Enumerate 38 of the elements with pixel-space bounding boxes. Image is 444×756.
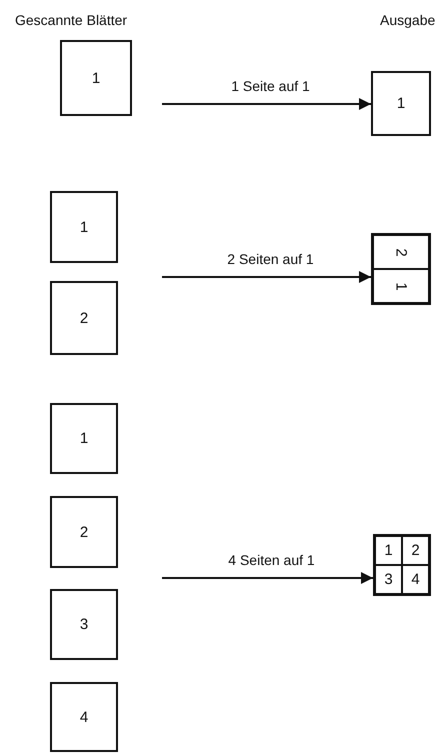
sheet (50, 589, 118, 660)
arrow (162, 98, 371, 110)
page-number: 1 (92, 70, 100, 86)
output-page-cell (375, 565, 402, 594)
column-heading: Gescannte Blätter (15, 12, 128, 28)
page-number: 2 (80, 310, 88, 326)
sheet (50, 682, 118, 752)
arrow (162, 271, 371, 283)
page-number: 1 (80, 218, 88, 236)
page-number: 3 (384, 571, 393, 588)
page-number: 2 (80, 524, 88, 540)
output-page-cell (373, 269, 429, 303)
output-page-cell (375, 536, 402, 565)
sheet (50, 403, 118, 474)
page-number: 3 (80, 616, 88, 633)
output-page-cell (402, 565, 429, 594)
output-sheet (371, 233, 431, 305)
sheet (50, 191, 118, 263)
page-number: 1 (392, 282, 410, 290)
page-number: 2 (392, 248, 410, 256)
column-heading: Ausgabe (380, 12, 436, 28)
page-number: 4 (80, 708, 88, 726)
page-number: 1 (384, 542, 393, 559)
page-number: 2 (411, 542, 420, 559)
edge-label: 1 Seite auf 1 (231, 78, 310, 94)
edge-label: 2 Seiten auf 1 (227, 251, 314, 267)
output-page-cell (402, 536, 429, 565)
sheet (50, 496, 118, 568)
edge-label: 4 Seiten auf 1 (228, 552, 315, 568)
output-sheet (371, 71, 431, 136)
output-sheet (373, 534, 431, 596)
page-number: 1 (80, 430, 88, 447)
arrow (162, 572, 373, 584)
sheet (60, 40, 132, 116)
output-page-cell (373, 235, 429, 269)
sheet (50, 281, 118, 355)
page-number: 1 (396, 95, 406, 112)
page-number: 4 (411, 571, 420, 588)
